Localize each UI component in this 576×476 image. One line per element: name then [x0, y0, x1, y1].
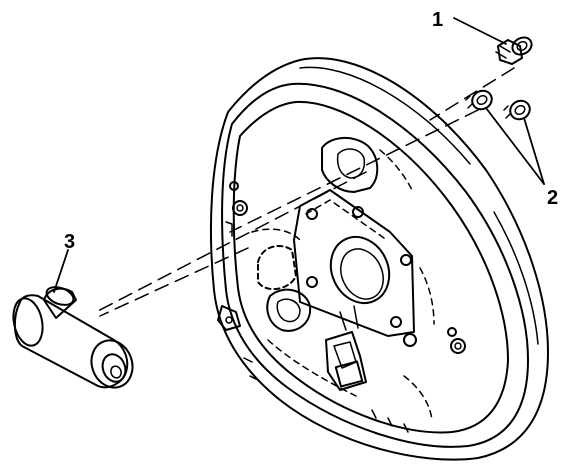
alignment-lines: [95, 67, 515, 317]
wheel-cylinder-bolt-lower: [503, 99, 531, 121]
bleeder-screw: [495, 36, 533, 65]
leader-lines: [53, 17, 545, 293]
callout-2: 2: [547, 187, 558, 209]
callout-3: 3: [64, 231, 75, 253]
wheel-cylinder-bolt-upper: [465, 89, 493, 111]
backing-plate: [209, 57, 549, 461]
callout-1: 1: [432, 9, 443, 31]
wheel-cylinder: [12, 286, 134, 389]
